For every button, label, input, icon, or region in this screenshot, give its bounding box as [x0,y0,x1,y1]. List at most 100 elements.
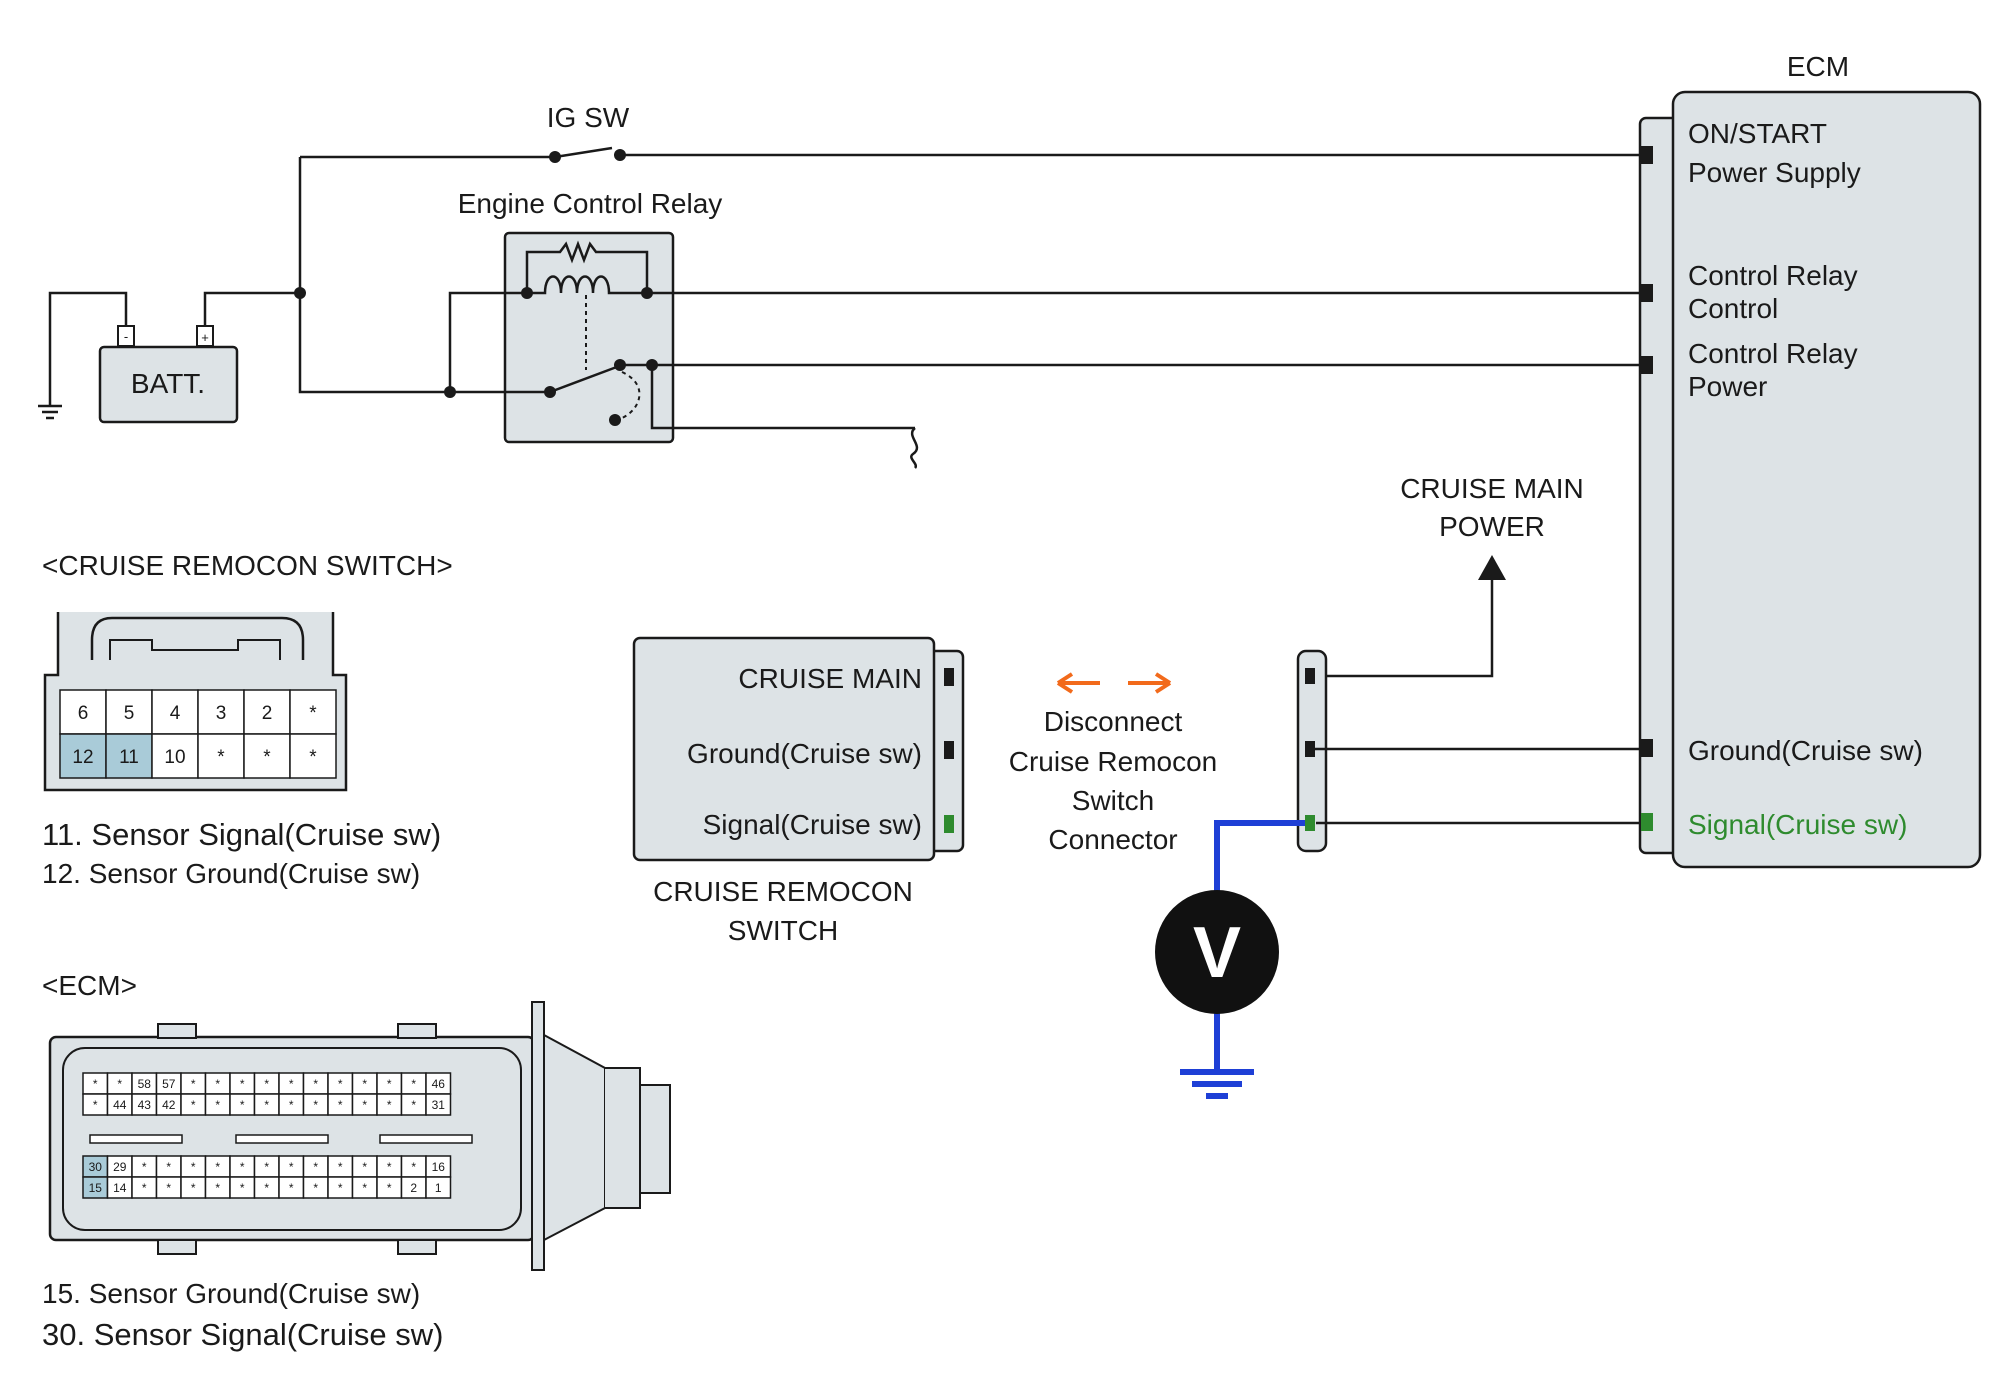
switch-pin-ground: Ground(Cruise sw) [687,738,922,769]
ecm-pin-label-on-start: ON/START [1688,118,1827,149]
disconnect-text-4: Connector [1048,824,1177,855]
ecm-connector-pin-label: * [411,1098,416,1112]
ecm-connector-pin-label: * [264,1077,269,1091]
ecm-connector-pin-label: 57 [162,1077,176,1091]
ecm-connector-pin-label: * [411,1160,416,1174]
disconnect-note: Disconnect Cruise Remocon Switch Connect… [1009,672,1218,855]
ecm-connector-pin-label: * [240,1098,245,1112]
ecm-connector-pin-label: * [93,1098,98,1112]
ground-symbol-meter [1180,1069,1254,1099]
ecm-connector-pin-label: * [387,1077,392,1091]
switch-connector-pin-cell [243,733,291,779]
ecm-pin-label-control: Control [1688,293,1778,324]
switch-connector-pin-label: 3 [216,703,227,724]
ecm-title: ECM [1787,51,1849,82]
switch-connector-pin-cell [59,733,107,779]
switch-connector-pin-cell [289,733,337,779]
ecm-connector-pin-label: * [289,1160,294,1174]
ecm-connector-pin-label: 43 [138,1098,152,1112]
switch-name-1: CRUISE REMOCON [653,876,913,907]
ecm-pin-label-control-relay-2: Control Relay [1688,338,1858,369]
ecm-connector-pin-label: * [387,1160,392,1174]
ecm-connector-pin-cell [425,1176,452,1199]
ecm-connector-pin-label: * [264,1160,269,1174]
ecm-connector-pin-label: * [240,1160,245,1174]
ecm-connector-pin-label: 42 [162,1098,176,1112]
ecm-connector-pin-label: * [264,1098,269,1112]
switch-connector-pin-label: 2 [262,703,273,724]
switch-connector-pin-label: 10 [164,747,185,768]
ecm-connector-pin-label: * [142,1181,147,1195]
switch-legend-12: 12. Sensor Ground(Cruise sw) [42,858,420,889]
ecm-connector-pin-label: * [142,1160,147,1174]
ecm-pin-label-power-supply: Power Supply [1688,157,1861,188]
switch-connector-pin-cell [105,733,153,779]
ecm-connector-pin-label: * [166,1160,171,1174]
ecm-connector-pin-label: * [289,1077,294,1091]
switch-legend-11: 11. Sensor Signal(Cruise sw) [42,817,441,852]
ecm-connector-pin-label: * [362,1077,367,1091]
ecm-connector-pin-label: 1 [435,1181,442,1195]
switch-connector-pin-label: 12 [72,747,93,768]
power-circuit: - + BATT. IG SW Engine Control Relay [38,102,1640,469]
disconnect-text-2: Cruise Remocon [1009,746,1218,777]
ig-switch-label: IG SW [547,102,630,133]
ecm-connector-pin-label: 30 [89,1160,103,1174]
switch-connector-pin-cell [105,689,153,735]
disconnect-text-3: Switch [1072,785,1154,816]
cruise-main-power-label-1: CRUISE MAIN [1400,473,1584,504]
ecm-connector-pin-label: * [289,1181,294,1195]
battery-label: BATT. [131,368,205,399]
ecm-pin-label-power: Power [1688,371,1767,402]
switch-connector-pin-label: * [217,747,225,768]
ecm-legend-30: 30. Sensor Signal(Cruise sw) [42,1317,443,1352]
ecm-connector-pin-label: * [240,1181,245,1195]
ecm-connector-pin-label: * [215,1077,220,1091]
switch-connector-pin-cell [197,733,245,779]
switch-connector-pin-label: 11 [119,747,139,768]
ecm-connector-pin-label: * [338,1160,343,1174]
voltmeter [1155,890,1279,1014]
relay-label: Engine Control Relay [458,188,723,219]
ecm-connector-pin-label: * [313,1160,318,1174]
battery-minus-label: - [124,329,128,344]
ecm-connector-pin-label: 14 [113,1181,127,1195]
ecm-connector-pin-label: 2 [410,1181,417,1195]
ecm-connector-title: <ECM> [42,970,137,1001]
switch-connector-pin-cell [151,689,199,735]
switch-connector-pin-label: 4 [170,703,181,724]
ecm-legend-15: 15. Sensor Ground(Cruise sw) [42,1278,420,1309]
ecm-connector-pin-label: 44 [113,1098,127,1112]
ecm-connector-pin-label: * [117,1077,122,1091]
ecm-connector-pin-label: * [362,1181,367,1195]
ecm-connector-pin-label: * [411,1077,416,1091]
switch-connector-pin-label: * [309,703,317,724]
ecm-connector-pin-label: * [240,1077,245,1091]
switch-connector-title: <CRUISE REMOCON SWITCH> [42,550,453,581]
ecm-connector-pin-label: * [191,1160,196,1174]
switch-pin-signal: Signal(Cruise sw) [703,809,922,840]
ecm-connector-pin-label: * [387,1181,392,1195]
switch-connector-pin-label: * [263,747,271,768]
ecm-connector-pin-label: * [362,1160,367,1174]
ecm-connector-pin-label: * [191,1098,196,1112]
ecm-connector-pin-label: * [166,1181,171,1195]
ecm-connector-pin-label: * [191,1181,196,1195]
ecm-connector-pin-label: * [338,1181,343,1195]
cruise-main-power-label-2: POWER [1439,511,1545,542]
ecm-connector-pin-label: * [215,1098,220,1112]
ecm-connector-pin-label: * [191,1077,196,1091]
ecm-connector-pin-label: * [215,1181,220,1195]
ecm-connector-pin-label: 58 [138,1077,152,1091]
ecm-connector-pin-cell [425,1093,452,1116]
ecm-connector-pin-label: * [215,1160,220,1174]
switch-connector-pin-cell [151,733,199,779]
battery [98,345,239,424]
ecm-connector-pin-label: * [264,1181,269,1195]
ecm-connector-pin-label: * [338,1077,343,1091]
disconnect-arrow-icon [1056,672,1172,694]
power-arrow-icon [1478,555,1506,580]
ecm-pin-label-signal: Signal(Cruise sw) [1688,809,1907,840]
ecm-connector-pin-label: * [313,1077,318,1091]
